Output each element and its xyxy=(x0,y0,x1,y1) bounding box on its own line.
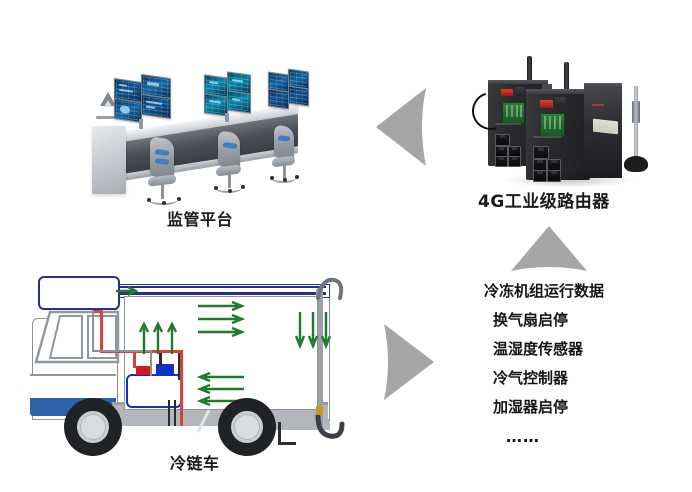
suction-pipe xyxy=(159,350,162,366)
control-room-illustration xyxy=(88,58,309,205)
refrigerant-pipe xyxy=(133,350,136,368)
router-print xyxy=(591,109,609,117)
rear-top-hinge xyxy=(316,277,344,300)
monitor xyxy=(114,98,142,123)
arrow-data-to-router xyxy=(511,226,587,271)
router-illustration xyxy=(465,56,654,188)
monitor xyxy=(288,85,309,107)
ethernet-port xyxy=(533,170,547,182)
arrow-router-to-platform xyxy=(376,88,426,166)
rear-step-bar xyxy=(278,442,296,445)
front-hub xyxy=(80,414,106,440)
monitor xyxy=(227,90,251,114)
airflow-arrow-right xyxy=(116,286,139,296)
airflow-arrow-group-down xyxy=(294,312,332,350)
airflow-arrow-group-right xyxy=(198,300,246,338)
evaporator-blue-port xyxy=(156,364,174,375)
terminal-block xyxy=(502,102,525,124)
door-latch xyxy=(316,406,323,415)
router-side-top xyxy=(584,83,622,88)
return-pipe xyxy=(92,350,152,352)
telemetry-item: 冷气控制器 xyxy=(493,369,569,387)
truck-caption: 冷链车 xyxy=(170,454,220,473)
antenna-base xyxy=(555,97,566,107)
roof-duct-fill xyxy=(116,292,326,295)
brand-mark xyxy=(592,104,604,106)
telemetry-item: 换气扇启停 xyxy=(493,311,569,329)
telemetry-item: 温湿度传感器 xyxy=(493,340,584,358)
rear-chassis xyxy=(264,420,330,430)
frame-bar xyxy=(174,400,176,426)
arrow-truck-to-router xyxy=(384,324,434,400)
console-end-panel xyxy=(92,126,126,194)
router-caption: 4G工业级路由器 xyxy=(478,192,610,212)
rear-step-bar xyxy=(278,422,281,444)
rear-door-post xyxy=(316,288,323,426)
router-top-face xyxy=(488,80,548,84)
telemetry-data-list: 冷冻机组运行数据 换气扇启停 温湿度传感器 冷气控制器 加湿器启停 …… xyxy=(484,277,684,451)
cab-glass-frame xyxy=(34,310,120,364)
monitor-stand xyxy=(225,113,229,122)
refrigerated-truck-illustration xyxy=(28,262,368,456)
ethernet-port xyxy=(533,146,549,159)
roof-duct-fill xyxy=(116,286,326,288)
return-pipe xyxy=(92,310,94,352)
external-antenna-base xyxy=(624,156,648,172)
suction-pipe xyxy=(178,350,181,380)
monitor xyxy=(141,93,171,120)
frame-bar xyxy=(168,400,170,426)
status-indicator xyxy=(540,100,553,108)
router-top-face xyxy=(526,89,590,94)
router-print xyxy=(495,123,521,125)
rear-hub xyxy=(234,414,260,440)
router-print xyxy=(533,136,562,138)
status-indicator xyxy=(501,89,513,96)
refrigerant-pipe xyxy=(94,310,103,313)
condenser-unit xyxy=(38,276,120,310)
return-pipe xyxy=(150,350,152,376)
rear-bottom-hinge xyxy=(315,413,345,439)
product-label xyxy=(593,118,618,135)
ethernet-port xyxy=(508,156,521,167)
refrigerant-pipe xyxy=(180,350,183,426)
external-antenna-grip xyxy=(632,101,640,123)
telemetry-item: 冷冻机组运行数据 xyxy=(484,282,605,300)
airflow-arrow-group-up xyxy=(138,321,178,354)
monitor-stand xyxy=(139,119,143,129)
monitor xyxy=(268,88,289,110)
external-antenna-rod xyxy=(634,132,638,162)
telemetry-item: 加湿器启停 xyxy=(493,398,569,416)
roof-duct-gap xyxy=(124,288,174,292)
ethernet-port xyxy=(547,170,561,182)
console-end-bar xyxy=(96,116,118,119)
cab-beltline xyxy=(30,374,116,376)
ethernet-port xyxy=(495,134,510,146)
terminal-block xyxy=(540,113,565,137)
telemetry-item-ellipsis: …… xyxy=(506,427,540,446)
evaporator-red-port xyxy=(136,366,152,375)
console-logo-inner-icon xyxy=(104,100,112,107)
antenna-base xyxy=(515,87,525,96)
refrigerant-pipe xyxy=(100,310,103,352)
ethernet-port xyxy=(495,156,508,167)
device-shadow xyxy=(504,172,634,188)
platform-caption: 监管平台 xyxy=(167,210,234,229)
